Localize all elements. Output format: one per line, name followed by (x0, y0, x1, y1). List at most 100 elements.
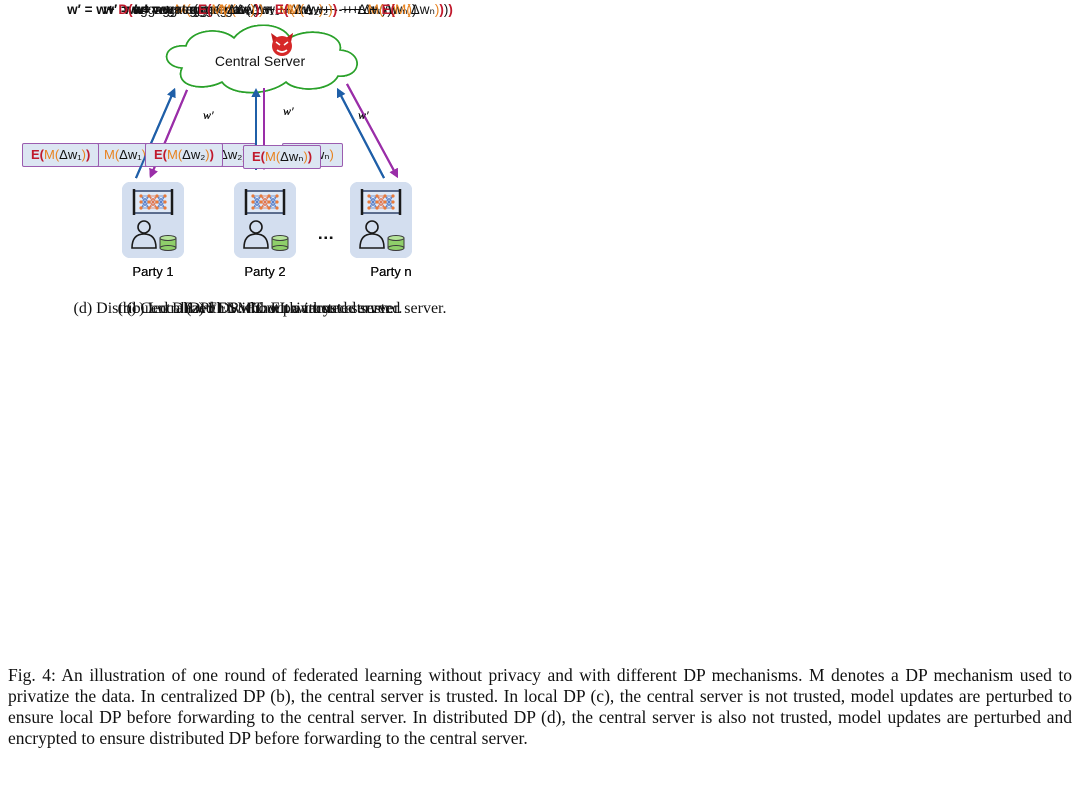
panel-d-content: w′ = w+ D(aggregate(E(M(Δw₁)) + E(M(Δw₂)… (0, 0, 520, 330)
mechanism-symbol: M( (211, 2, 228, 17)
download-weight-label: w′ (203, 108, 214, 122)
paren: ) (255, 2, 260, 17)
plus: + (259, 2, 275, 17)
update-symbol: Δw₁ (250, 2, 274, 17)
paren: ) (407, 2, 412, 17)
paren: ) (329, 147, 334, 162)
cloud-server-shape (165, 24, 358, 94)
party-label: Party 1 (132, 264, 174, 279)
update-symbol: Δwₙ (363, 2, 388, 17)
paren: ) (381, 2, 387, 17)
update-symbol: Δw₂ (182, 147, 206, 162)
party-label: Party 1 (132, 264, 174, 279)
mechanism-symbol: M( (288, 2, 305, 17)
mechanism-symbol: M( (44, 147, 60, 162)
plus-ellipsis: + ··· + (323, 2, 368, 17)
paren: ) (259, 2, 264, 17)
mechanism-symbol: M( (394, 2, 411, 17)
update-symbol: Δwₙ (280, 149, 304, 164)
party-node (234, 182, 296, 258)
server-label: Central Server (214, 53, 306, 69)
download-weight-label: w′ (358, 108, 369, 122)
party-label: Party 1 (132, 264, 174, 279)
aggregate-function: aggregate( (190, 2, 257, 17)
mechanism-symbol: M( (265, 149, 281, 164)
user-icon (131, 220, 157, 249)
mechanism-symbol: M( (167, 147, 183, 162)
upload-arrow-line (135, 95, 173, 179)
paren: ) (307, 149, 313, 164)
paren: ) (439, 2, 444, 17)
model-update-label: M(Δw₁) (95, 143, 155, 167)
paren: ) (85, 147, 91, 162)
plus-ellipsis: + ··· + (337, 2, 382, 17)
paren: ) (332, 2, 338, 17)
model-update-label: E(M(Δw₁)) (22, 143, 100, 167)
paren: ) (318, 2, 324, 17)
party-label: Party 1 (132, 264, 174, 279)
neural-network-icon (132, 189, 174, 215)
aggregation-formula: w′ = w+ M(aggregate(Δw₁ + Δw₂ + ··· + Δw… (0, 2, 520, 18)
download-weight-label: w′ (283, 104, 294, 118)
party-label: Party 2 (244, 264, 286, 279)
plus-ellipsis: + ··· + (313, 2, 358, 17)
download-arrow-line (346, 83, 395, 171)
update-symbol: Δw₁ (119, 147, 142, 162)
upload-arrow-arrowhead (167, 88, 176, 99)
update-symbol: Δw₂ (219, 147, 243, 162)
update-symbol: Δw₁ (256, 2, 280, 17)
paren: ) (209, 147, 214, 162)
neural-network-icon (244, 189, 286, 215)
formula-lhs: w′ = w+ (133, 2, 186, 17)
figure-caption: Fig. 4: An illustration of one round of … (8, 665, 1072, 748)
party-label: Party n (370, 264, 412, 279)
update-symbol: Δw₂ (294, 2, 319, 17)
paren: ) (411, 2, 417, 17)
download-weight-label: w′ (203, 108, 214, 122)
paren: ) (387, 2, 392, 17)
formula-lhs: w′ = w+ (123, 2, 176, 17)
download-weight-label: w′ (283, 104, 294, 118)
aggregation-formula: w′ = w+ aggregate(M(Δw₁) + M(Δw₂) + ··· … (0, 2, 520, 18)
party-label: Party 2 (244, 264, 286, 279)
mechanism-symbol: M( (104, 147, 120, 162)
model-update-label: E(M(Δwₙ)) (243, 145, 322, 169)
download-weight-label: w′ (283, 104, 294, 118)
more-parties-ellipsis: ... (318, 226, 335, 243)
mechanism-symbol: M( (367, 2, 384, 17)
update-symbol: Δw₂ (294, 2, 319, 17)
aggregate-function: aggregate( (132, 2, 198, 17)
mechanism-symbol: E( (274, 2, 289, 17)
aggregate-function: aggregate( (185, 2, 251, 17)
update-symbol: Δw₂ (289, 2, 314, 17)
party-label: Party 2 (244, 264, 286, 279)
plus: + (263, 2, 280, 17)
paren: ) (328, 2, 333, 17)
party-label: Party n (370, 264, 412, 279)
paren: ) (448, 2, 453, 17)
decrypt-symbol: D( (118, 2, 133, 17)
upload-arrow-arrowhead (337, 88, 346, 99)
paren: ) (205, 147, 210, 162)
party-node (350, 182, 412, 258)
update-symbol: Δw₂ (304, 2, 329, 17)
more-parties-ellipsis: ... (318, 226, 335, 243)
formula-lhs: w′ = w+ (67, 2, 119, 17)
plus: + (273, 2, 290, 17)
mechanism-symbol: E( (197, 2, 212, 17)
download-arrow-arrowhead (149, 167, 158, 178)
mechanism-symbol: M( (175, 2, 191, 17)
update-symbol: Δw₁ (59, 147, 82, 162)
more-parties-ellipsis: ... (318, 226, 335, 243)
aggregate-function: aggregate( (154, 2, 221, 17)
plus-ellipsis: + ··· + (318, 2, 364, 17)
paren: ) (81, 147, 86, 162)
update-symbol: Δwₙ (410, 2, 435, 17)
panel-caption: (b) Centralized DP: FL with a trusted se… (117, 300, 403, 317)
update-symbol: Δw₁ (227, 2, 251, 17)
panel-caption: (d) Distributed DP with SMC: FL without … (73, 300, 447, 317)
update-symbol: Δwₙ (357, 2, 382, 17)
plus: + (279, 2, 295, 17)
mechanism-symbol: M( (279, 2, 295, 17)
mechanism-symbol: M( (220, 2, 236, 17)
